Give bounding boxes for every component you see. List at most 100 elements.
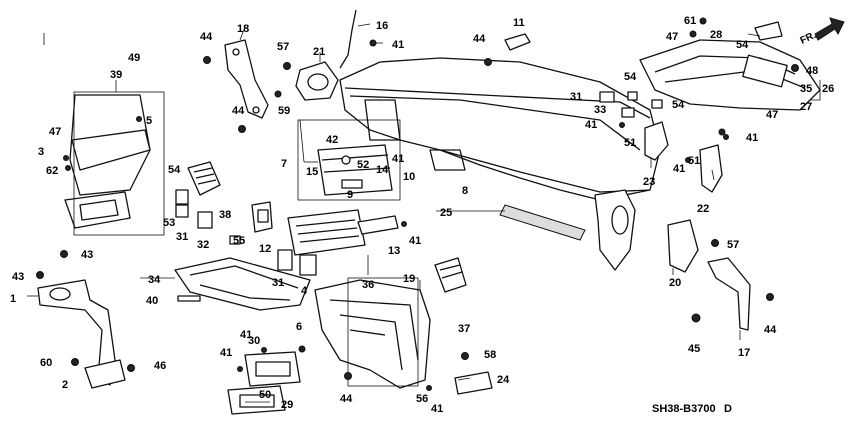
group-bracket-19 <box>347 277 419 387</box>
leader-lines <box>27 23 821 403</box>
callout-41h: 41 <box>673 163 685 175</box>
callout-8: 8 <box>462 185 468 197</box>
bracket-23 <box>644 121 669 161</box>
callout-57b: 57 <box>727 239 739 251</box>
callout-54c: 54 <box>672 99 685 111</box>
callout-59: 59 <box>278 105 290 117</box>
group-bracket-39 <box>73 91 165 236</box>
callout-26: 26 <box>822 83 834 95</box>
callout-52: 52 <box>357 159 369 171</box>
bracket-17 <box>707 257 751 331</box>
front-direction-arrow: FR. <box>799 17 845 47</box>
callout-18: 18 <box>237 23 249 35</box>
callout-62: 62 <box>46 165 58 177</box>
wire-16 <box>339 9 357 69</box>
panel-12 <box>251 201 273 233</box>
callout-47c: 47 <box>766 109 778 121</box>
bracket-24 <box>454 371 493 395</box>
callout-61: 61 <box>684 15 696 27</box>
callout-55: 55 <box>233 235 245 247</box>
callout-22: 22 <box>697 203 709 215</box>
callout-3: 3 <box>38 146 44 158</box>
callout-47b: 47 <box>666 31 678 43</box>
revision-mark: D <box>724 403 732 415</box>
callout-53: 53 <box>163 217 175 229</box>
duct-21 <box>295 61 339 101</box>
callout-12: 12 <box>259 243 271 255</box>
callout-31b: 31 <box>272 277 284 289</box>
callout-23: 23 <box>643 176 655 188</box>
callout-41a: 41 <box>392 39 404 51</box>
callout-21: 21 <box>313 46 325 58</box>
callout-5: 5 <box>146 115 152 127</box>
callout-33: 33 <box>594 104 606 116</box>
lid-11 <box>504 33 531 51</box>
callout-16: 16 <box>376 20 388 32</box>
callout-24: 24 <box>497 374 510 386</box>
callout-17: 17 <box>738 347 750 359</box>
callout-44e: 44 <box>764 324 777 336</box>
callout-43a: 43 <box>81 249 93 261</box>
callout-41b: 41 <box>392 153 404 165</box>
callout-10: 10 <box>403 171 415 183</box>
callout-54b: 54 <box>624 71 637 83</box>
callout-51b: 51 <box>688 155 700 167</box>
callout-48: 48 <box>806 65 818 77</box>
callout-36: 36 <box>362 279 374 291</box>
callout-27: 27 <box>800 101 812 113</box>
callout-28: 28 <box>710 29 722 41</box>
callout-60: 60 <box>40 357 52 369</box>
center-vent-13 <box>287 209 399 256</box>
callout-56: 56 <box>416 393 428 405</box>
callout-41d: 41 <box>240 329 252 341</box>
callout-41f: 41 <box>431 403 443 415</box>
diagram-code: SH38-B3700 <box>652 403 716 415</box>
callout-41i: 41 <box>746 132 758 144</box>
callout-39: 39 <box>110 69 122 81</box>
callout-41e: 41 <box>220 347 232 359</box>
meter-visor <box>639 39 821 111</box>
callout-15: 15 <box>306 166 318 178</box>
right-vent-37 <box>434 257 467 293</box>
callout-44a: 44 <box>200 31 213 43</box>
callout-47a: 47 <box>49 126 61 138</box>
callout-11: 11 <box>513 17 525 29</box>
callout-58: 58 <box>484 349 496 361</box>
callout-49: 49 <box>128 52 140 64</box>
callout-35: 35 <box>800 83 812 95</box>
callout-14: 14 <box>376 164 389 176</box>
callout-37: 37 <box>458 323 470 335</box>
callout-54a: 54 <box>168 164 181 176</box>
callout-4: 4 <box>301 285 308 297</box>
callout-34: 34 <box>148 274 161 286</box>
callout-30: 30 <box>248 335 260 347</box>
right-clips <box>599 91 663 118</box>
bracket-22 <box>699 144 723 193</box>
center-bracket-19 <box>314 279 431 389</box>
callout-29: 29 <box>281 399 293 411</box>
strip-40 <box>177 295 201 302</box>
callout-44d: 44 <box>340 393 353 405</box>
callout-25: 25 <box>440 207 452 219</box>
callout-41g: 41 <box>585 119 597 131</box>
callout-46: 46 <box>154 360 166 372</box>
callout-45: 45 <box>688 343 700 355</box>
callout-9: 9 <box>347 189 353 201</box>
callout-32: 32 <box>197 239 209 251</box>
callout-2: 2 <box>62 379 68 391</box>
switch-group <box>175 189 241 245</box>
callout-54d: 54 <box>736 39 749 51</box>
callout-7: 7 <box>281 158 287 170</box>
control-panel-15 <box>297 119 401 201</box>
callout-44b: 44 <box>232 105 245 117</box>
side-panel-20 <box>667 219 699 273</box>
callout-41c: 41 <box>409 235 421 247</box>
callout-40: 40 <box>146 295 158 307</box>
callout-51a: 51 <box>624 137 636 149</box>
callout-44c: 44 <box>473 33 486 45</box>
bracket-28 <box>754 21 783 41</box>
lower-panel-34 <box>174 257 311 311</box>
callout-38: 38 <box>219 209 231 221</box>
